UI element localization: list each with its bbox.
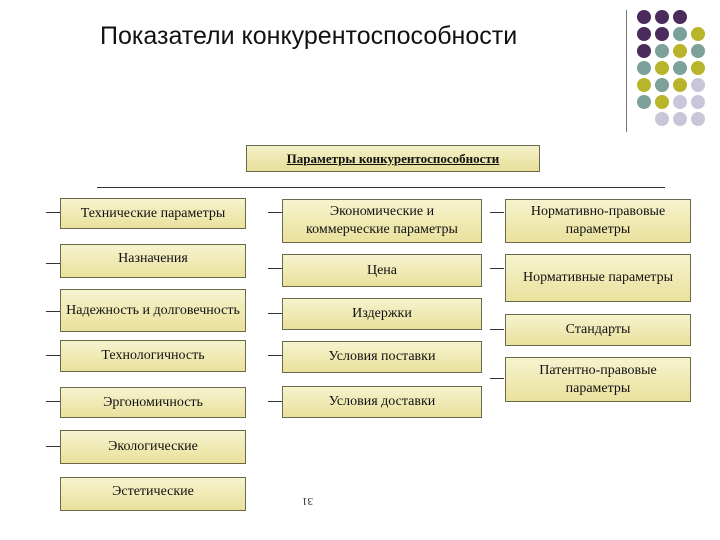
- dot: [655, 78, 669, 92]
- dot: [691, 95, 705, 109]
- price-box: Цена: [282, 254, 482, 287]
- dot: [637, 78, 651, 92]
- normative-legal-box: Нормативно-правовые параметры: [505, 199, 691, 243]
- connector-tick: [268, 313, 282, 314]
- ergonomics-box: Эргономичность: [60, 387, 246, 418]
- costs-box: Издержки: [282, 298, 482, 330]
- technical-parameters-box: Технические параметры: [60, 198, 246, 229]
- connector-tick: [46, 263, 60, 264]
- dot: [691, 27, 705, 41]
- dot: [655, 10, 669, 24]
- dot: [691, 112, 705, 126]
- connector-tick: [268, 401, 282, 402]
- dot: [655, 112, 669, 126]
- connector-tick: [490, 329, 504, 330]
- economic-parameters-box: Экономические и коммерческие параметры: [282, 199, 482, 243]
- purpose-box: Назначения: [60, 244, 246, 278]
- reliability-box: Надежность и долговечность: [60, 289, 246, 332]
- dot: [673, 78, 687, 92]
- connector-tick: [46, 446, 60, 447]
- dot: [637, 10, 651, 24]
- dot: [691, 44, 705, 58]
- dot: [655, 27, 669, 41]
- dot: [673, 95, 687, 109]
- connector-tick: [490, 268, 504, 269]
- dot: [691, 78, 705, 92]
- aesthetic-box: Эстетические: [60, 477, 246, 511]
- supply-terms-box: Условия поставки: [282, 341, 482, 373]
- dot: [655, 44, 669, 58]
- page-number: 31: [302, 495, 313, 507]
- dot: [673, 10, 687, 24]
- connector-tick: [46, 311, 60, 312]
- parameters-header: Параметры конкурентоспособности: [246, 145, 540, 172]
- dot: [655, 95, 669, 109]
- dot: [655, 61, 669, 75]
- patent-legal-box: Патентно-правовые параметры: [505, 357, 691, 402]
- dot: [637, 95, 651, 109]
- manufacturability-box: Технологичность: [60, 340, 246, 372]
- standards-box: Стандарты: [505, 314, 691, 346]
- dot: [637, 44, 651, 58]
- ecological-box: Экологические: [60, 430, 246, 464]
- dot: [637, 27, 651, 41]
- dot: [673, 44, 687, 58]
- delivery-terms-box: Условия доставки: [282, 386, 482, 418]
- connector-tick: [268, 268, 282, 269]
- dot: [673, 112, 687, 126]
- dot: [691, 61, 705, 75]
- decorative-divider: [626, 10, 627, 132]
- dot: [637, 61, 651, 75]
- header-connector-line: [97, 187, 665, 188]
- connector-tick: [268, 355, 282, 356]
- dot: [673, 61, 687, 75]
- connector-tick: [46, 355, 60, 356]
- connector-tick: [490, 378, 504, 379]
- connector-tick: [46, 212, 60, 213]
- connector-tick: [490, 212, 504, 213]
- connector-tick: [46, 401, 60, 402]
- slide-title: Показатели конкурентоспособности: [100, 22, 518, 50]
- dot: [673, 27, 687, 41]
- normative-parameters-box: Нормативные параметры: [505, 254, 691, 302]
- connector-tick: [268, 212, 282, 213]
